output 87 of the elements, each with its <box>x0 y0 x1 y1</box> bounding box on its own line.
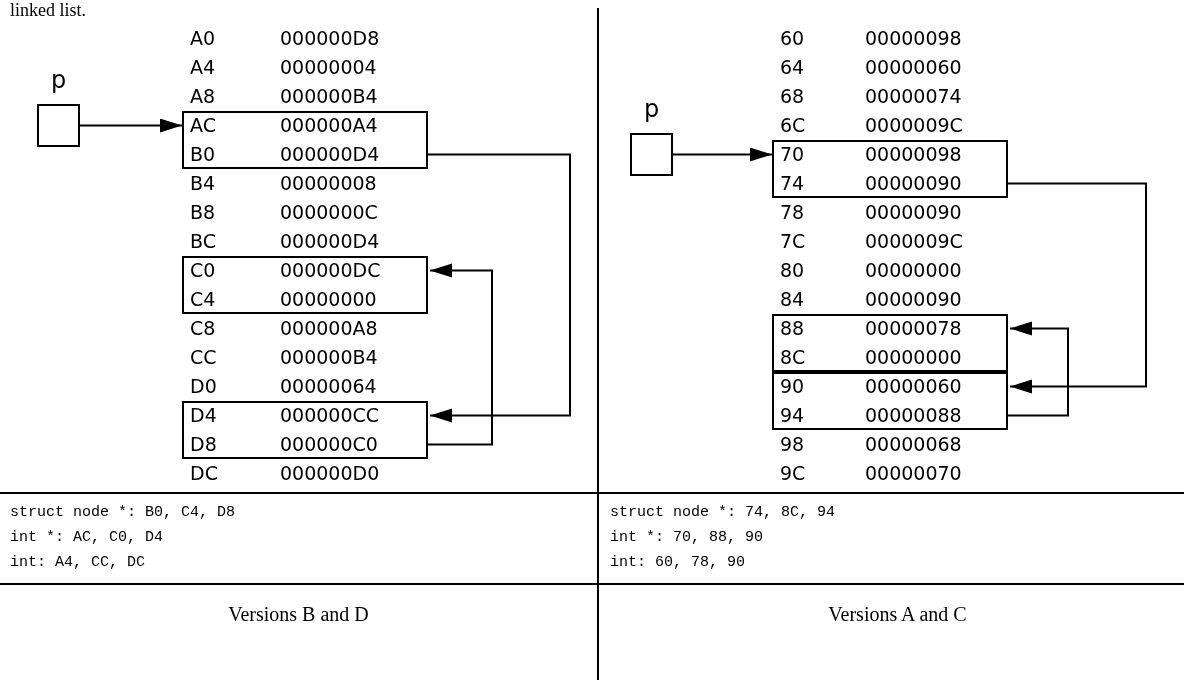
memory-block <box>772 314 1008 372</box>
memory-value: 000000CC <box>280 403 380 428</box>
memory-value: 000000D0 <box>280 461 380 486</box>
memory-block <box>772 372 1008 430</box>
memory-value: 000000A4 <box>280 113 378 138</box>
code-line: int *: 70, 88, 90 <box>610 528 764 548</box>
code-line: int: 60, 78, 90 <box>610 553 746 573</box>
variable-name: p <box>643 94 660 125</box>
memory-value: 00000008 <box>280 171 377 196</box>
arrow <box>1007 182 1147 394</box>
memory-value: 00000068 <box>865 432 962 457</box>
memory-address: 74 <box>780 171 805 196</box>
memory-value: 00000004 <box>280 55 377 80</box>
memory-value: 00000090 <box>865 200 962 225</box>
memory-value: 00000000 <box>280 287 377 312</box>
memory-value: 000000B4 <box>280 84 378 109</box>
memory-value: 000000A8 <box>280 316 378 341</box>
memory-address: C0 <box>190 258 216 283</box>
memory-value: 00000060 <box>865 374 962 399</box>
memory-block <box>182 111 428 169</box>
arrow <box>427 263 493 446</box>
code-line: struct node *: B0, C4, D8 <box>10 503 236 523</box>
code-line: int: A4, CC, DC <box>10 553 146 573</box>
memory-address: B4 <box>190 171 216 196</box>
arrow <box>672 147 773 162</box>
memory-address: 94 <box>780 403 805 428</box>
caption: Versions A and C <box>827 603 968 626</box>
memory-value: 00000000 <box>865 345 962 370</box>
variable-name: p <box>50 65 67 96</box>
memory-address: 80 <box>780 258 805 283</box>
code-line: struct node *: 74, 8C, 94 <box>610 503 836 523</box>
memory-address: D4 <box>190 403 217 428</box>
memory-value: 00000098 <box>865 26 962 51</box>
memory-value: 000000D4 <box>280 229 380 254</box>
memory-value: 00000078 <box>865 316 962 341</box>
memory-address: 9C <box>780 461 806 486</box>
memory-address: C8 <box>190 316 216 341</box>
memory-address: A8 <box>190 84 216 109</box>
arrow <box>1007 321 1069 417</box>
memory-block <box>182 401 428 459</box>
memory-value: 000000DC <box>280 258 381 283</box>
memory-value: 00000060 <box>865 55 962 80</box>
intro-text: linked list. <box>10 0 86 21</box>
memory-address: 64 <box>780 55 805 80</box>
memory-address: 78 <box>780 200 805 225</box>
memory-address: CC <box>190 345 217 370</box>
memory-value: 00000090 <box>865 171 962 196</box>
memory-address: B0 <box>190 142 216 167</box>
memory-address: A0 <box>190 26 216 51</box>
arrow <box>79 118 183 133</box>
memory-value: 000000C0 <box>280 432 378 457</box>
memory-address: DC <box>190 461 218 486</box>
memory-value: 00000070 <box>865 461 962 486</box>
memory-value: 00000098 <box>865 142 962 167</box>
memory-address: 68 <box>780 84 805 109</box>
memory-address: 84 <box>780 287 805 312</box>
memory-address: 60 <box>780 26 805 51</box>
memory-address: 70 <box>780 142 805 167</box>
memory-address: 8C <box>780 345 806 370</box>
memory-value: 000000D4 <box>280 142 380 167</box>
memory-value: 00000000 <box>865 258 962 283</box>
memory-block <box>772 140 1008 198</box>
memory-address: 88 <box>780 316 805 341</box>
arrow <box>427 153 571 423</box>
memory-address: A4 <box>190 55 216 80</box>
memory-address: B8 <box>190 200 216 225</box>
memory-address: BC <box>190 229 216 254</box>
memory-address: C4 <box>190 287 216 312</box>
memory-value: 000000D8 <box>280 26 380 51</box>
memory-address: AC <box>190 113 216 138</box>
memory-value: 00000074 <box>865 84 962 109</box>
memory-address: D0 <box>190 374 217 399</box>
memory-address: 98 <box>780 432 805 457</box>
memory-value: 000000B4 <box>280 345 378 370</box>
memory-value: 00000088 <box>865 403 962 428</box>
memory-value: 0000009C <box>865 113 963 138</box>
memory-address: 90 <box>780 374 805 399</box>
code-line: int *: AC, C0, D4 <box>10 528 164 548</box>
memory-value: 0000009C <box>865 229 963 254</box>
memory-block <box>182 256 428 314</box>
memory-value: 0000000C <box>280 200 378 225</box>
memory-address: 7C <box>780 229 806 254</box>
memory-value: 00000090 <box>865 287 962 312</box>
memory-value: 00000064 <box>280 374 377 399</box>
caption: Versions B and D <box>227 603 370 626</box>
memory-address: D8 <box>190 432 217 457</box>
memory-address: 6C <box>780 113 806 138</box>
